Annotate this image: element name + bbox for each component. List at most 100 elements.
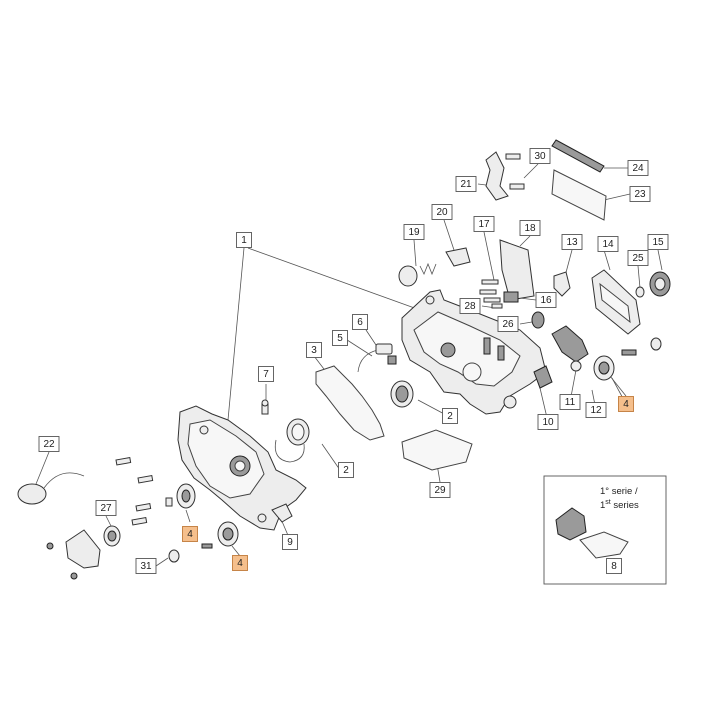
callout-number: 25 <box>632 253 644 264</box>
inset-part-clip <box>555 507 587 541</box>
callout-23: 23 <box>629 186 651 202</box>
callout-1: 1 <box>236 232 252 248</box>
callout-box <box>338 462 354 478</box>
callout-number: 23 <box>634 189 646 200</box>
callout-box <box>606 558 622 574</box>
callout-number: 13 <box>566 237 578 248</box>
callout-box <box>403 224 425 240</box>
callout-22: 22 <box>38 436 60 452</box>
callout-16: 16 <box>535 292 557 308</box>
guide-pins <box>479 279 501 303</box>
callout-13: 13 <box>561 234 583 250</box>
callout-27: 27 <box>95 500 117 516</box>
callout-14: 14 <box>597 236 619 252</box>
callout-box <box>306 342 322 358</box>
heat-shield-plate <box>401 429 473 471</box>
callout-box <box>535 292 557 308</box>
callout-19: 19 <box>403 224 425 240</box>
callout-box <box>455 176 477 192</box>
callout-box <box>232 555 248 571</box>
callout-number: 28 <box>464 301 476 312</box>
oil-hose <box>357 343 397 373</box>
chain-catcher <box>485 151 509 201</box>
callout-box <box>537 414 559 430</box>
callout-24: 24 <box>627 160 649 176</box>
callout-number: 9 <box>287 537 293 548</box>
callout-number: 8 <box>611 561 617 572</box>
callout-number: 11 <box>565 397 576 408</box>
callout-number: 30 <box>534 151 546 162</box>
callout-box <box>519 220 541 236</box>
callout-box <box>95 500 117 516</box>
callout-number: 20 <box>436 207 448 218</box>
callout-number: 26 <box>502 319 514 330</box>
crankcase-left-half <box>177 405 307 531</box>
screws-30 <box>505 153 525 190</box>
callout-number: 10 <box>542 417 554 428</box>
callout-number: 1 <box>241 235 247 246</box>
clip <box>271 503 293 523</box>
oil-valve <box>553 271 571 297</box>
callout-number: 18 <box>524 223 536 234</box>
callout-box <box>332 330 348 346</box>
callout-box <box>529 148 551 164</box>
inset-line-2: 1st series <box>600 499 639 511</box>
callout-number: 4 <box>187 529 193 540</box>
callout-number: 16 <box>540 295 552 306</box>
callout-box <box>429 482 451 498</box>
callout-6: 6 <box>352 314 368 330</box>
antivibration-mount-upper <box>176 483 196 509</box>
callout-26: 26 <box>497 316 519 332</box>
callout-box <box>627 160 649 176</box>
callout-29: 29 <box>429 482 451 498</box>
bearing-26 <box>531 311 545 329</box>
callout-box <box>585 402 607 418</box>
bearing-left <box>286 418 310 446</box>
callout-number: 15 <box>652 237 664 248</box>
dowel-pin <box>261 399 269 415</box>
callout-box <box>431 204 453 220</box>
callout-4: 4 <box>618 396 634 412</box>
guide-plate <box>499 239 535 301</box>
callout-number: 27 <box>100 503 112 514</box>
spring <box>503 291 519 303</box>
callout-box <box>597 236 619 252</box>
callout-box <box>627 250 649 266</box>
callout-box <box>647 234 669 250</box>
callout-box <box>618 396 634 412</box>
callout-3: 3 <box>306 342 322 358</box>
callout-5: 5 <box>332 330 348 346</box>
callout-number: 19 <box>408 227 420 238</box>
callout-box <box>561 234 583 250</box>
callout-number: 12 <box>590 405 602 416</box>
screw <box>621 349 637 356</box>
callout-number: 17 <box>478 219 490 230</box>
callout-number: 4 <box>237 558 243 569</box>
callout-number: 3 <box>311 345 317 356</box>
inset-first-series: 1° serie / 1st series <box>543 475 667 585</box>
callout-2: 2 <box>338 462 354 478</box>
antivibration-mount-right <box>593 355 615 381</box>
nut <box>70 572 78 580</box>
screw-28 <box>491 303 503 309</box>
callout-number: 2 <box>447 411 453 422</box>
saw-chain <box>551 139 605 173</box>
callout-9: 9 <box>282 534 298 550</box>
gasket <box>315 365 385 441</box>
callout-box <box>473 216 495 232</box>
callout-number: 21 <box>460 179 472 190</box>
bracket <box>533 365 553 389</box>
callout-8: 8 <box>606 558 622 574</box>
callout-number: 29 <box>434 485 446 496</box>
callout-25: 25 <box>627 250 649 266</box>
screw <box>201 543 213 549</box>
oil-pump <box>551 325 589 372</box>
guide-bar-plate <box>551 169 607 221</box>
callout-20: 20 <box>431 204 453 220</box>
callout-15: 15 <box>647 234 669 250</box>
callout-number: 6 <box>357 317 363 328</box>
callout-box <box>442 408 458 424</box>
callout-box <box>38 436 60 452</box>
